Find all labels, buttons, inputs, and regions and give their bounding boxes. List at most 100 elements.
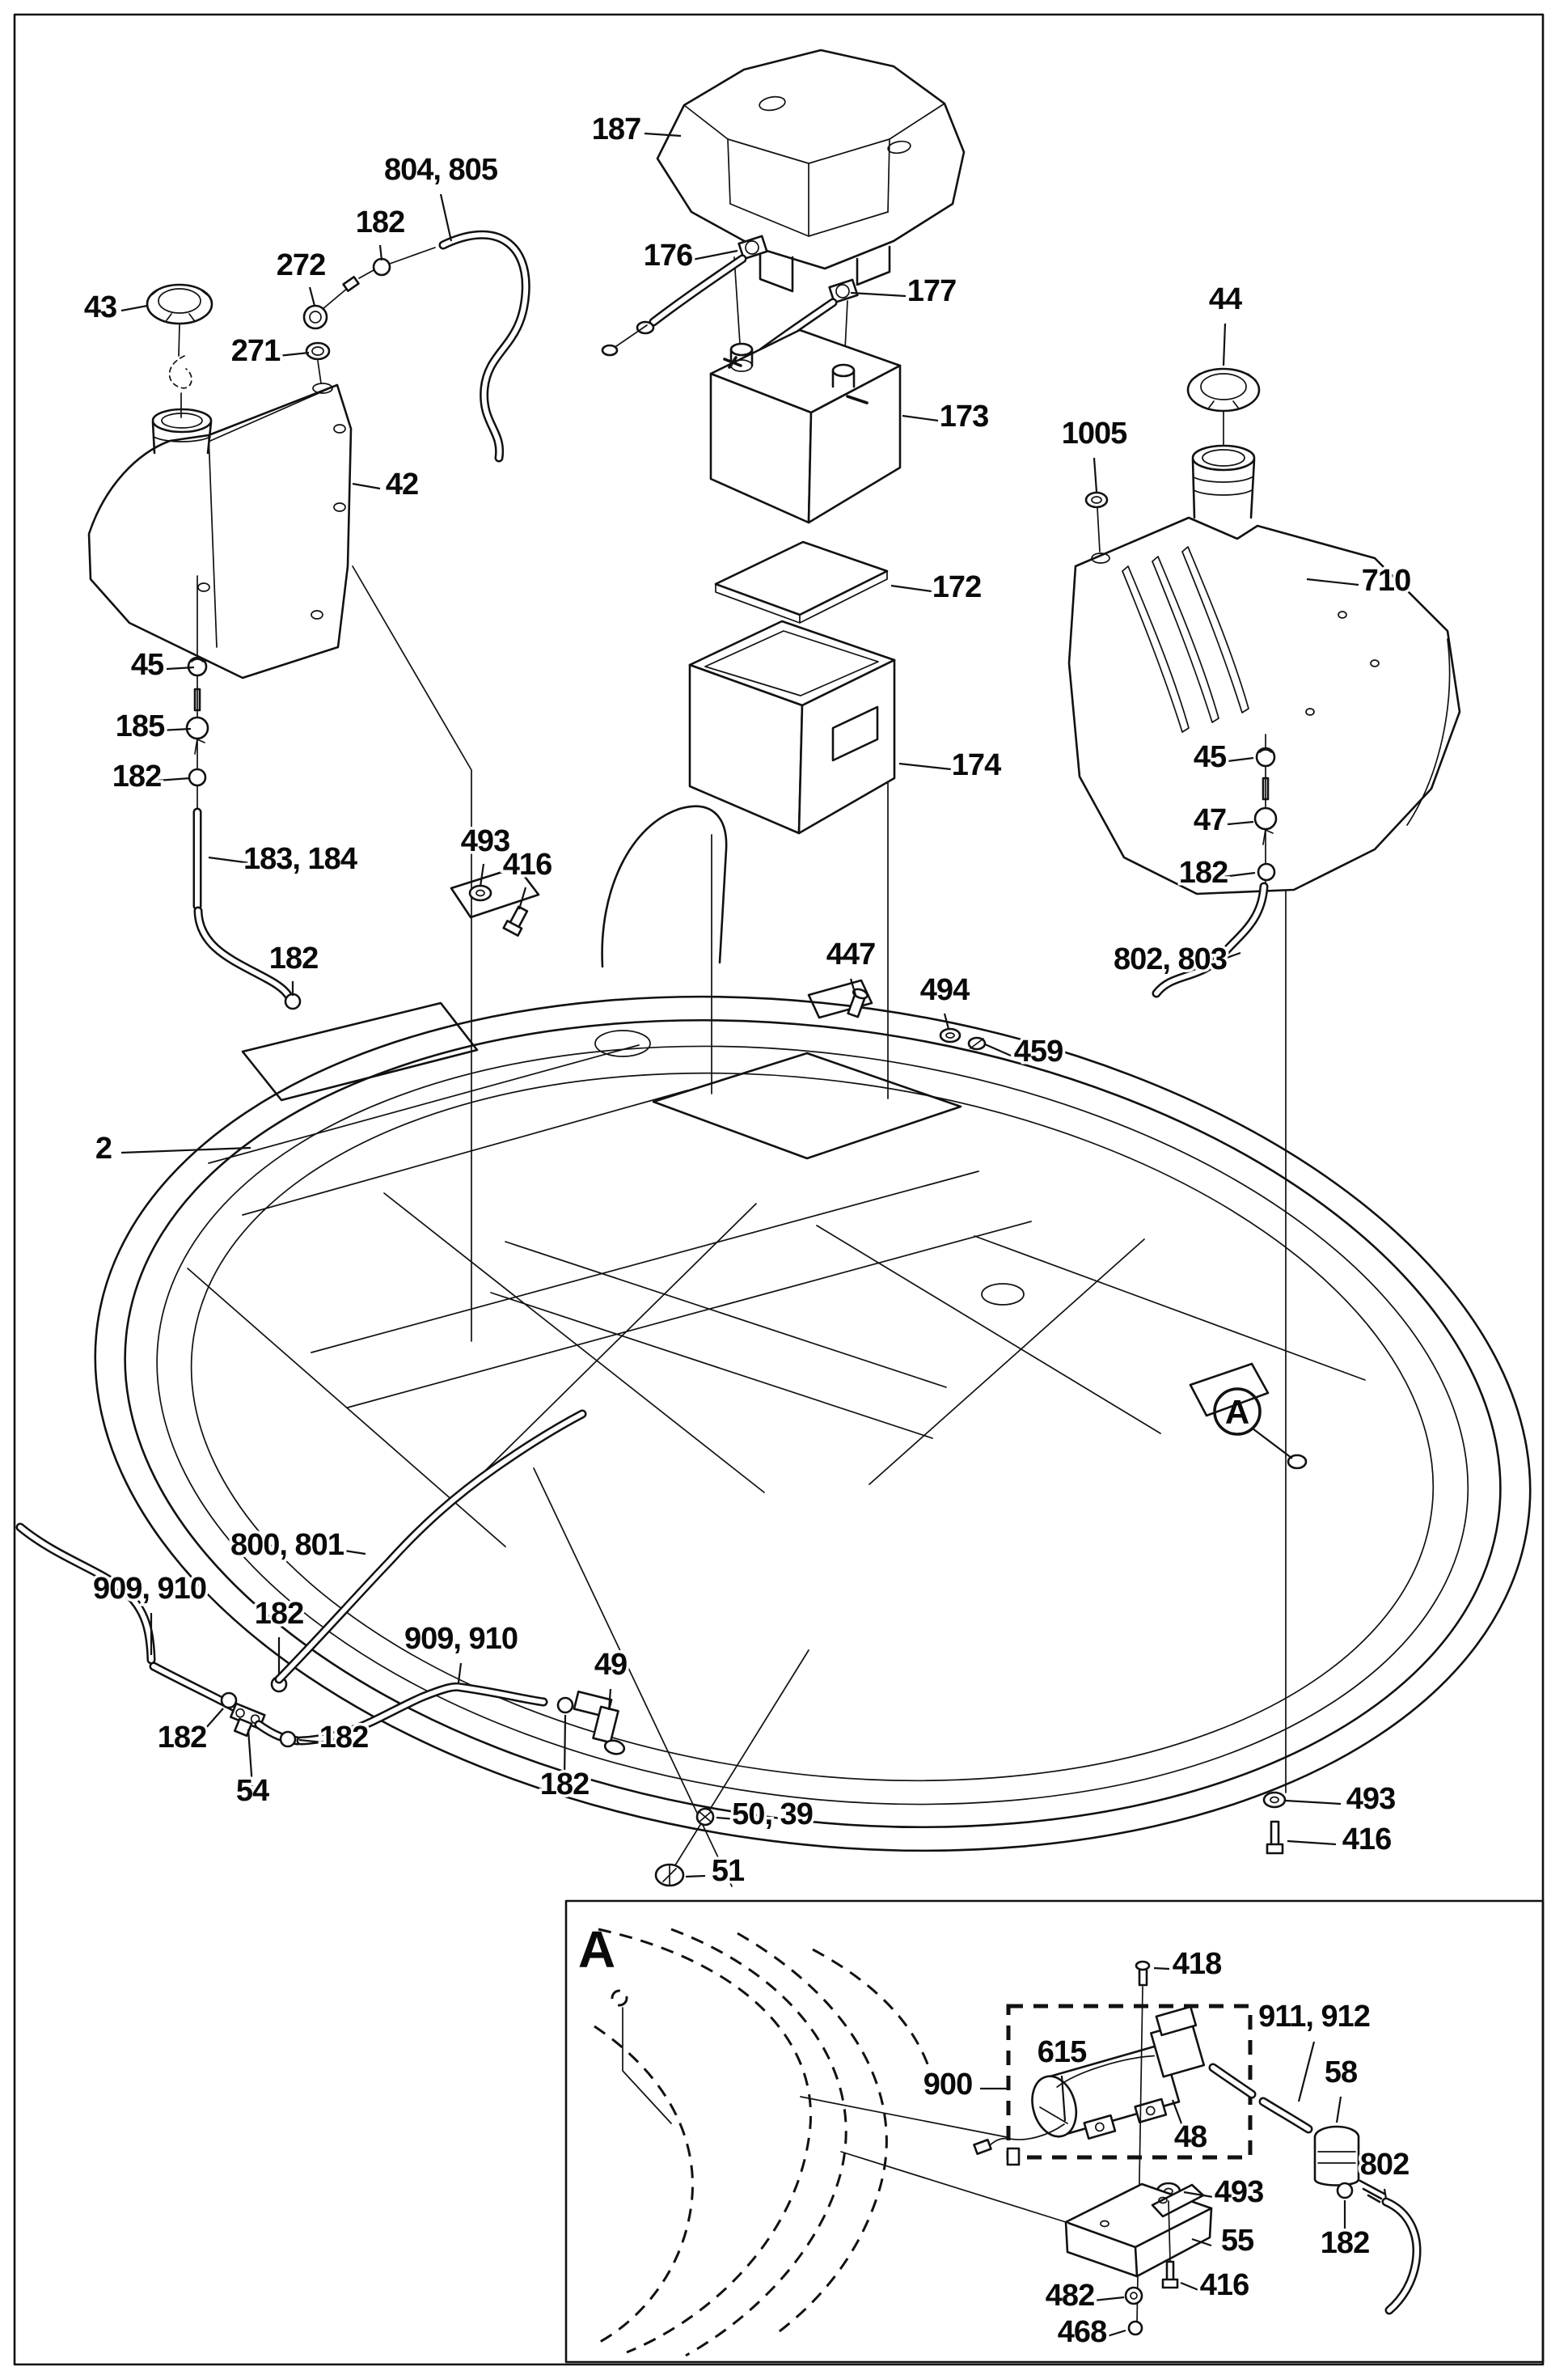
washer-494 xyxy=(939,1027,962,1043)
part-label-172: 172 xyxy=(932,570,981,604)
part-label-43: 43 xyxy=(84,290,116,324)
left-tank-assembly xyxy=(87,230,530,679)
battery-mat-172 xyxy=(714,540,889,616)
part-label-182: 182 xyxy=(319,1721,368,1755)
leader-line-182 xyxy=(298,1738,324,1744)
right-tank-cover-assembly xyxy=(1067,367,1461,895)
detail-a-circle-label: A xyxy=(1225,1393,1249,1431)
leader-line-804-805 xyxy=(439,193,453,242)
leader-line-177 xyxy=(850,291,907,298)
part-label-44: 44 xyxy=(1209,282,1242,316)
leader-line-173 xyxy=(902,414,939,422)
leader-line-58 xyxy=(1335,2096,1342,2123)
washer-at-A xyxy=(1287,1454,1308,1470)
clamp-182-top xyxy=(372,257,391,277)
clamp-182-right-low xyxy=(279,1730,297,1748)
nut-45-left xyxy=(187,656,208,677)
valve-272 xyxy=(302,304,328,330)
part-label-174: 174 xyxy=(952,748,1001,782)
part-label-176: 176 xyxy=(644,239,692,273)
leader-line-49 xyxy=(607,1688,612,1711)
kit-box-900 xyxy=(1006,2004,1253,2160)
leader-line-271 xyxy=(277,351,310,358)
part-label-182: 182 xyxy=(1179,856,1228,890)
fuel-cap-right xyxy=(1186,367,1261,413)
leader-line-185 xyxy=(159,727,192,732)
part-label-55: 55 xyxy=(1221,2224,1254,2258)
nut-468 xyxy=(1127,2320,1143,2336)
hose-804-805 xyxy=(438,230,530,463)
detail-a-marker: A xyxy=(1213,1387,1293,1459)
grommet-271 xyxy=(305,341,331,361)
leader-line-182 xyxy=(198,1708,224,1737)
part-label-177: 177 xyxy=(907,274,956,308)
part-label-493: 493 xyxy=(1215,2175,1263,2209)
leader-line-911-912 xyxy=(1297,2041,1316,2102)
leader-line-55 xyxy=(1191,2237,1212,2247)
part-label-493: 493 xyxy=(1346,1782,1395,1816)
pump-48 xyxy=(973,2005,1206,2166)
inset-frame xyxy=(564,1899,1545,2364)
leader-line-43 xyxy=(120,304,148,312)
leader-line-45 xyxy=(1227,756,1254,763)
leader-line-447 xyxy=(849,978,857,996)
leader-line-615 xyxy=(1060,2075,1067,2122)
leader-line-182 xyxy=(1222,871,1256,878)
part-label-182: 182 xyxy=(540,1767,589,1801)
leader-line-800-801 xyxy=(333,1547,366,1556)
leader-line-176 xyxy=(691,249,738,261)
part-label-1005: 1005 xyxy=(1062,417,1127,451)
part-label-804-805: 804, 805 xyxy=(384,153,498,187)
leader-line-802 xyxy=(1383,2188,1388,2199)
part-label-54: 54 xyxy=(236,1774,269,1808)
leader-line-45 xyxy=(166,666,195,671)
part-label-459: 459 xyxy=(1014,1035,1063,1069)
leader-line-51 xyxy=(685,1874,706,1878)
leader-line-42 xyxy=(352,482,381,490)
bolt-416-bottom-right xyxy=(1270,1820,1280,1848)
inset-detail-view: A xyxy=(564,1899,1545,2364)
clamp-182-left xyxy=(188,768,207,787)
part-label-182: 182 xyxy=(255,1597,303,1631)
leader-line-494 xyxy=(943,1013,950,1030)
leader-line-2 xyxy=(120,1146,251,1154)
part-label-900: 900 xyxy=(923,2068,972,2102)
part-label-48: 48 xyxy=(1174,2120,1207,2154)
part-label-416: 416 xyxy=(503,848,552,882)
leader-line-47 xyxy=(1227,820,1254,826)
nut-45-right xyxy=(1255,747,1276,768)
leader-line-416 xyxy=(518,887,527,910)
tank-alignment-line xyxy=(352,565,472,1342)
part-label-494: 494 xyxy=(920,973,970,1007)
part-label-183-184: 183, 184 xyxy=(243,842,357,876)
clamp-182-right xyxy=(1257,862,1276,882)
leader-line-418 xyxy=(1153,1966,1170,1971)
part-label-468: 468 xyxy=(1058,2315,1106,2349)
part-label-802: 802 xyxy=(1360,2148,1409,2182)
part-label-182: 182 xyxy=(112,760,161,794)
grommet-1005 xyxy=(1084,491,1109,509)
washer-493-bottom-right xyxy=(1262,1791,1287,1809)
leader-line-468 xyxy=(1104,2329,1126,2339)
part-label-710: 710 xyxy=(1362,564,1410,598)
part-label-615: 615 xyxy=(1038,2035,1087,2069)
part-label-182: 182 xyxy=(1321,2226,1369,2260)
part-label-45: 45 xyxy=(131,648,164,682)
leader-line-182 xyxy=(563,1714,567,1780)
leader-line-174 xyxy=(898,762,952,771)
part-label-58: 58 xyxy=(1325,2055,1357,2089)
part-label-49: 49 xyxy=(594,1648,627,1682)
clamp-182-left-low xyxy=(220,1691,238,1709)
leader-line-182 xyxy=(378,244,383,261)
leader-line-909-910 xyxy=(457,1662,463,1683)
page-border xyxy=(13,13,1545,2366)
right-fitting-chain xyxy=(1152,734,1278,998)
part-label-271: 271 xyxy=(231,334,281,368)
leader-line-459 xyxy=(984,1043,1012,1057)
left-tank-body xyxy=(87,383,353,679)
part-label-173: 173 xyxy=(940,400,988,434)
deck-frame xyxy=(187,805,1366,1547)
leader-line-48 xyxy=(1171,2099,1186,2131)
valve-58 xyxy=(1313,2125,1386,2203)
